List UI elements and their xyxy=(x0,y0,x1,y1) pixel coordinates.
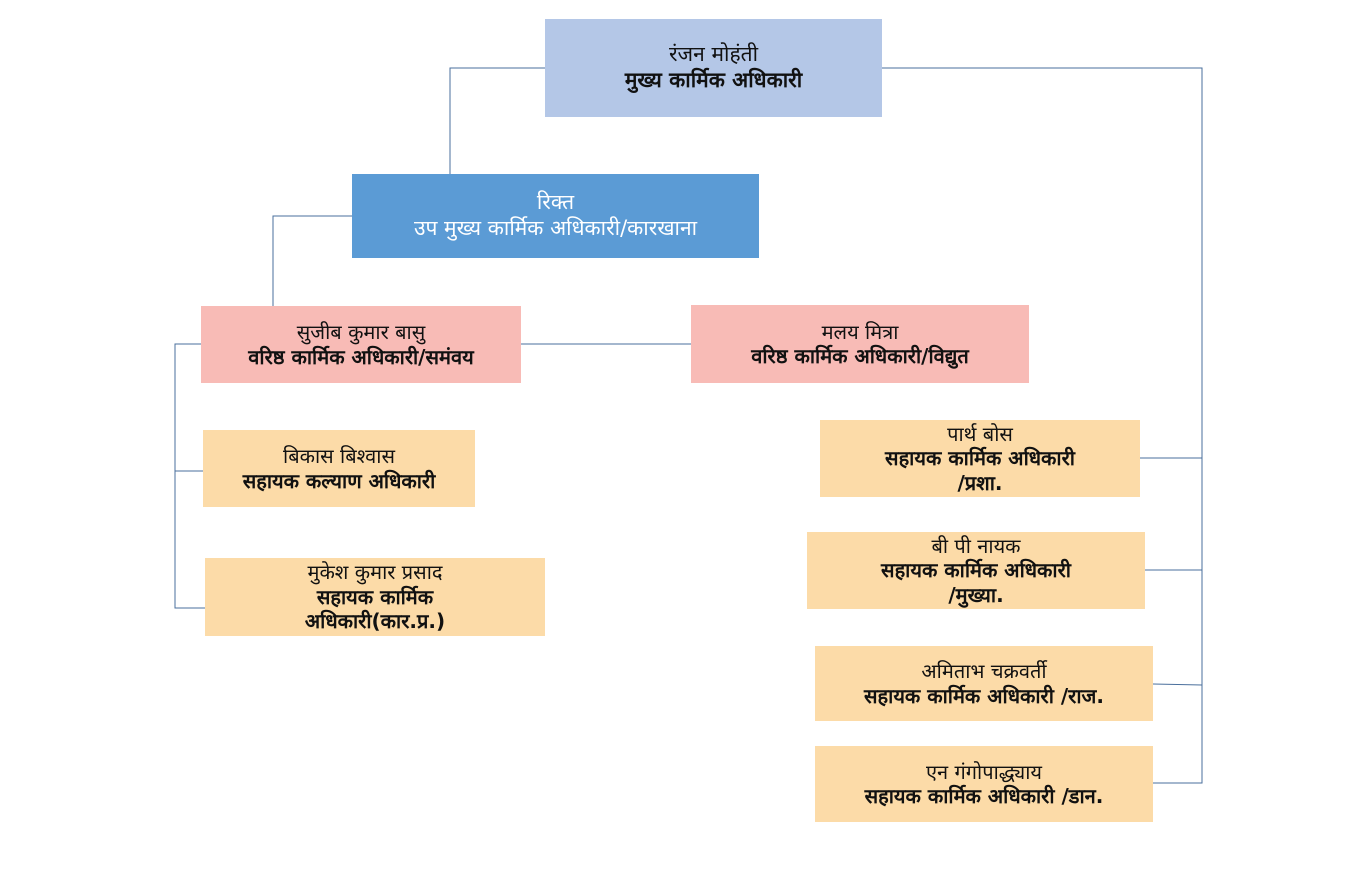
workshop-title-line1: सहायक कार्मिक xyxy=(316,584,434,609)
hq-name: बी पी नायक xyxy=(931,533,1021,558)
deputy-name: रिक्त xyxy=(536,190,575,215)
admin-title-line2: /प्रशा. xyxy=(957,470,1003,495)
dan-officer-box: एन गंगोपाद्ध्याय सहायक कार्मिक अधिकारी /… xyxy=(815,746,1153,822)
hq-officer-box: बी पी नायक सहायक कार्मिक अधिकारी /मुख्या… xyxy=(807,532,1145,609)
connector-senior-coord-workshop xyxy=(174,343,205,609)
workshop-name: मुकेश कुमार प्रसाद xyxy=(307,560,443,585)
admin-title-line1: सहायक कार्मिक अधिकारी xyxy=(885,446,1075,471)
chief-name: रंजन मोहंती xyxy=(668,42,759,67)
deputy-title: उप मुख्य कार्मिक अधिकारी/कारखाना xyxy=(413,216,698,240)
senior-officer-electrical-box: मलय मित्रा वरिष्ठ कार्मिक अधिकारी/विद्यु… xyxy=(691,305,1029,383)
welfare-title: सहायक कल्याण अधिकारी xyxy=(242,468,436,493)
dan-name: एन गंगोपाद्ध्याय xyxy=(926,759,1042,784)
connector-trunk-raj xyxy=(1152,683,1203,686)
senior-coord-title: वरिष्ठ कार्मिक अधिकारी/समंवय xyxy=(248,344,474,369)
chief-title: मुख्य कार्मिक अधिकारी xyxy=(624,68,803,92)
connector-deputy-senior-coord xyxy=(272,215,352,306)
deputy-chief-box: रिक्त उप मुख्य कार्मिक अधिकारी/कारखाना xyxy=(352,174,759,258)
raj-officer-box: अमिताभ चक्रवर्ती सहायक कार्मिक अधिकारी /… xyxy=(815,646,1153,721)
workshop-officer-box: मुकेश कुमार प्रसाद सहायक कार्मिक अधिकारी… xyxy=(205,558,545,636)
connector-chief-deputy xyxy=(449,67,545,174)
senior-elec-title: वरिष्ठ कार्मिक अधिकारी/विद्युत xyxy=(751,344,969,368)
raj-name: अमिताभ चक्रवर्ती xyxy=(921,659,1047,684)
workshop-title-line2: अधिकारी(कार.प्र.) xyxy=(304,609,446,634)
senior-officer-coordination-box: सुजीब कुमार बासु वरिष्ठ कार्मिक अधिकारी/… xyxy=(201,306,521,383)
dan-title: सहायक कार्मिक अधिकारी /डान. xyxy=(864,784,1104,808)
hq-title-line2: /मुख्या. xyxy=(948,582,1004,607)
admin-name: पार्थ बोस xyxy=(947,421,1013,446)
welfare-officer-box: बिकास बिश्वास सहायक कल्याण अधिकारी xyxy=(203,430,475,507)
senior-coord-name: सुजीब कुमार बासु xyxy=(296,320,426,345)
raj-title: सहायक कार्मिक अधिकारी /राज. xyxy=(864,683,1104,708)
admin-officer-box: पार्थ बोस सहायक कार्मिक अधिकारी /प्रशा. xyxy=(820,420,1140,497)
hq-title-line1: सहायक कार्मिक अधिकारी xyxy=(881,558,1071,583)
welfare-name: बिकास बिश्वास xyxy=(283,444,395,469)
senior-elec-name: मलय मित्रा xyxy=(821,319,899,344)
connector-chief-right-trunk xyxy=(882,67,1203,784)
chief-personnel-officer-box: रंजन मोहंती मुख्य कार्मिक अधिकारी xyxy=(545,19,882,117)
